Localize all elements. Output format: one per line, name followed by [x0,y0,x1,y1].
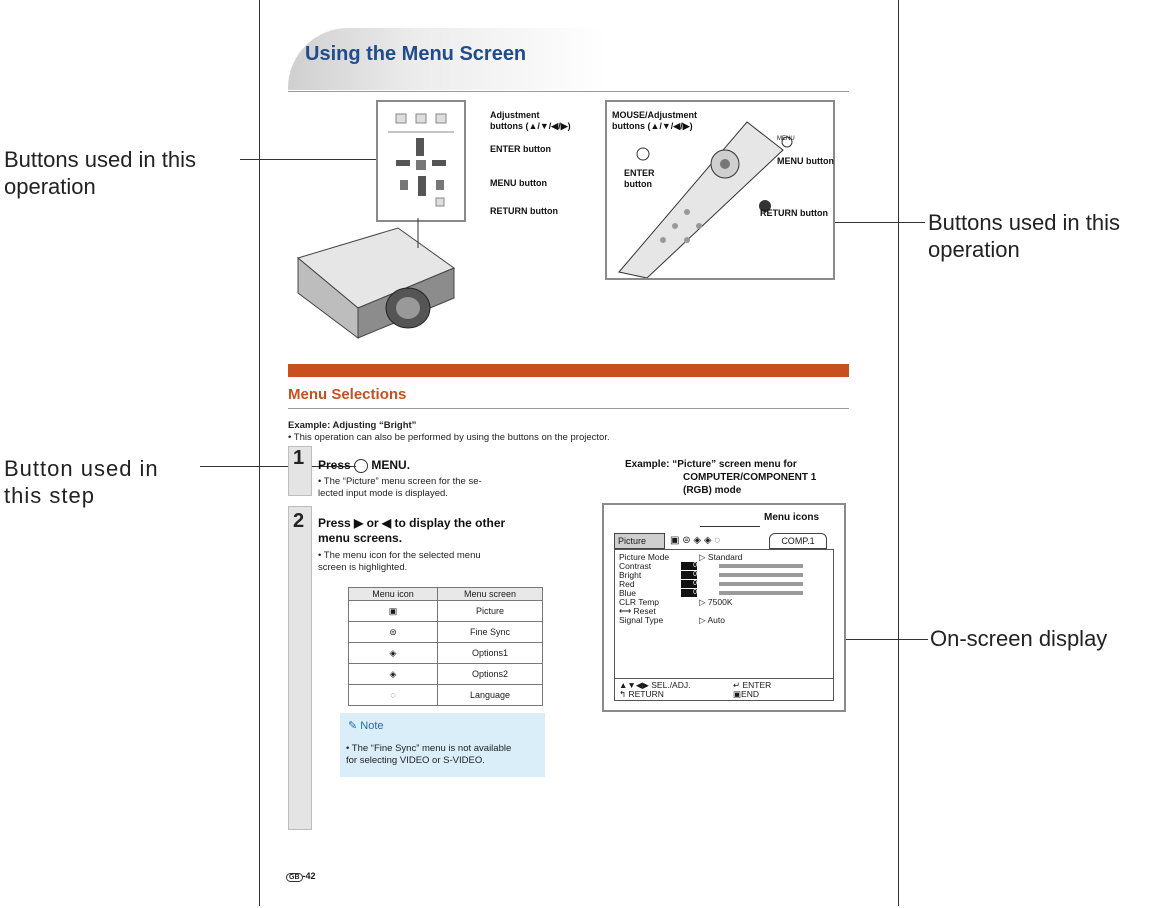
osd-input-badge: COMP.1 [769,533,827,549]
osd-tab-picture[interactable]: Picture [614,533,665,549]
osd-row-value: ▷ Standard [699,552,743,562]
projector-buttons-illustration [388,113,454,207]
fine-sync-icon: ⊜ [348,621,438,643]
callout-osd: On-screen display [930,626,1108,651]
osd-row-label: Blue [619,588,637,598]
red-slider[interactable] [719,582,803,586]
osd-footer-end: ▣END [733,689,759,699]
osd-row-label: CLR Temp [619,597,659,607]
osd-header: Picture ▣ ⊜ ◈ ◈ ◌ COMP.1 [614,533,832,549]
example-note: • This operation can also be performed b… [288,432,610,443]
language-icon: ◌ [348,684,438,706]
projector-control-panel [376,100,466,222]
osd-footer-sel: ▲▼◀▶ SEL./ADJ. [619,680,691,690]
leader-line [700,526,760,527]
menu-icon: ▣ [733,689,742,699]
note-heading: ✎ Note [348,720,384,732]
osd-body: Picture Mode ▷ Standard Contrast 0 Brigh… [614,549,834,701]
table-row: Picture [437,600,543,622]
leader-line [240,159,382,160]
menu-icon-table: Menu icon Menu screen ▣Picture ⊜Fine Syn… [348,587,543,706]
bright-slider[interactable] [719,573,803,577]
step-1-body: • The “Picture” menu screen for the se-l… [318,476,482,499]
menu-small-label: MENU [777,136,795,142]
table-row: Options2 [437,663,543,685]
region-badge: GB [286,873,303,882]
leader-line [830,222,925,223]
section-title: Menu Selections [288,386,407,403]
step-1-number: 1 [293,447,305,469]
step-1-bar [288,446,312,496]
return-icon: ↰ [619,689,629,699]
step-2-bar [288,506,312,830]
osd-row-label: Picture Mode [619,552,670,562]
osd-menu-icons: ▣ ⊜ ◈ ◈ ◌ [670,535,721,546]
osd-row-value: ▷ 7500K [699,597,733,607]
osd-row-label: Contrast [619,561,652,571]
osd-row-value: ▷ Auto [699,615,725,625]
contrast-slider[interactable] [719,564,803,568]
menu-icons-label: Menu icons [764,512,820,523]
osd-row-label: Bright [619,570,642,580]
step-1-heading: Press MENU. [318,458,411,473]
picture-icon: ▣ [348,600,438,622]
osd-row-label: Signal Type [619,615,664,625]
note-box: ✎ Note • The “Fine Sync” menu is not ava… [340,713,545,777]
table-row: Options1 [437,642,543,664]
remote-control-panel [605,100,835,280]
osd-example-heading: Example: “Picture” screen menu for COMPU… [625,459,817,496]
table-row: Fine Sync [437,621,543,643]
leader-line [200,466,356,467]
osd-row-value: 0 [681,580,697,588]
divider [288,408,849,409]
divider [288,91,849,92]
table-header: Menu screen [437,587,543,601]
remote-menu-label: MENU button [777,156,834,166]
osd-row-label: Red [619,579,635,589]
enter-button-label: ENTER button [490,144,551,154]
step-2-number: 2 [293,510,305,532]
table-header: Menu icon [348,587,438,601]
osd-footer-divider [615,678,833,679]
options2-icon: ◈ [348,663,438,685]
osd-row-value: 0 [681,562,697,570]
table-row: Language [437,684,543,706]
options1-icon: ◈ [348,642,438,664]
remote-illustration [618,121,793,279]
page-title: Using the Menu Screen [305,43,527,65]
menu-button-label: MENU button [490,178,547,188]
osd-row-value: 0 [681,589,697,597]
page-number: GB-42 [286,871,316,882]
osd-row-label: ⟷ Reset [619,606,656,616]
remote-return-label: RETURN button [760,208,828,218]
title-decoration [288,28,608,90]
osd-row-value: 0 [681,571,697,579]
example-heading: Example: Adjusting “Bright” [288,420,417,431]
return-button-label: RETURN button [490,206,558,216]
osd-footer-return: ↰ RETURN [619,689,664,699]
pencil-icon: ✎ [348,720,358,732]
section-bar [288,364,849,377]
projector-illustration [296,218,456,339]
blue-slider[interactable] [719,591,803,595]
leader-line [838,639,928,640]
menu-button-icon [354,458,369,473]
osd-footer-enter: ↵ ENTER [733,680,772,690]
